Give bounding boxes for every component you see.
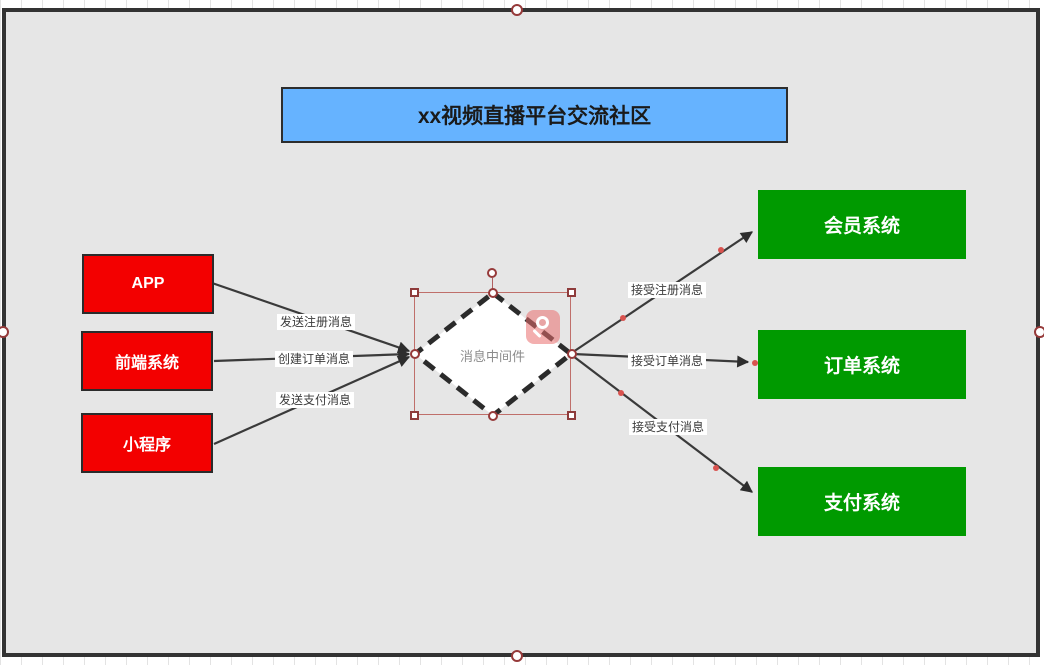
canvas-resize-handle-left[interactable] [0, 326, 9, 338]
canvas-resize-handle-top[interactable] [511, 4, 523, 16]
node-miniprogram-label: 小程序 [122, 437, 171, 454]
canvas-resize-handle-right[interactable] [1034, 326, 1044, 338]
node-message-middleware-label[interactable]: 消息中间件 [459, 349, 525, 364]
node-payment-label: 支付系统 [823, 493, 900, 514]
rotate-handle-stem [492, 278, 493, 289]
magnifier-icon[interactable] [526, 310, 560, 344]
node-frontend-label: 前端系统 [114, 355, 179, 372]
magnifier-lens [536, 316, 549, 329]
magnifier-handle [532, 328, 542, 339]
edge-label-receive-payment[interactable]: 接受支付消息 [628, 419, 708, 435]
resize-handle-top[interactable] [488, 287, 498, 298]
rotate-handle[interactable] [487, 268, 497, 278]
resize-handle-bottom-right[interactable] [567, 411, 576, 420]
resize-handle-right[interactable] [566, 349, 577, 359]
edge-label-send-payment[interactable]: 发送支付消息 [275, 392, 355, 408]
node-frontend[interactable]: 前端系统 [81, 331, 213, 391]
node-order-label: 订单系统 [823, 356, 900, 377]
node-miniprogram[interactable]: 小程序 [81, 413, 213, 473]
resize-handle-top-left[interactable] [410, 288, 419, 297]
edge-label-receive-register[interactable]: 接受注册消息 [627, 282, 707, 298]
node-title[interactable]: xx视频直播平台交流社区 [281, 87, 788, 143]
edge-label-send-register[interactable]: 发送注册消息 [276, 314, 356, 330]
title-label: xx视频直播平台交流社区 [417, 105, 652, 128]
canvas-resize-handle-bottom[interactable] [511, 650, 523, 662]
resize-handle-bottom-left[interactable] [410, 411, 419, 420]
node-member-label: 会员系统 [823, 216, 900, 237]
node-app-label: APP [131, 275, 165, 292]
node-app[interactable]: APP [82, 254, 214, 314]
node-order-system[interactable]: 订单系统 [758, 330, 966, 399]
edge-label-create-order[interactable]: 创建订单消息 [274, 351, 354, 367]
resize-handle-top-right[interactable] [567, 288, 576, 297]
node-member-system[interactable]: 会员系统 [758, 190, 966, 259]
node-payment-system[interactable]: 支付系统 [758, 467, 966, 536]
edge-label-receive-order[interactable]: 接受订单消息 [627, 353, 707, 369]
resize-handle-bottom[interactable] [488, 410, 498, 421]
resize-handle-left[interactable] [409, 349, 420, 359]
